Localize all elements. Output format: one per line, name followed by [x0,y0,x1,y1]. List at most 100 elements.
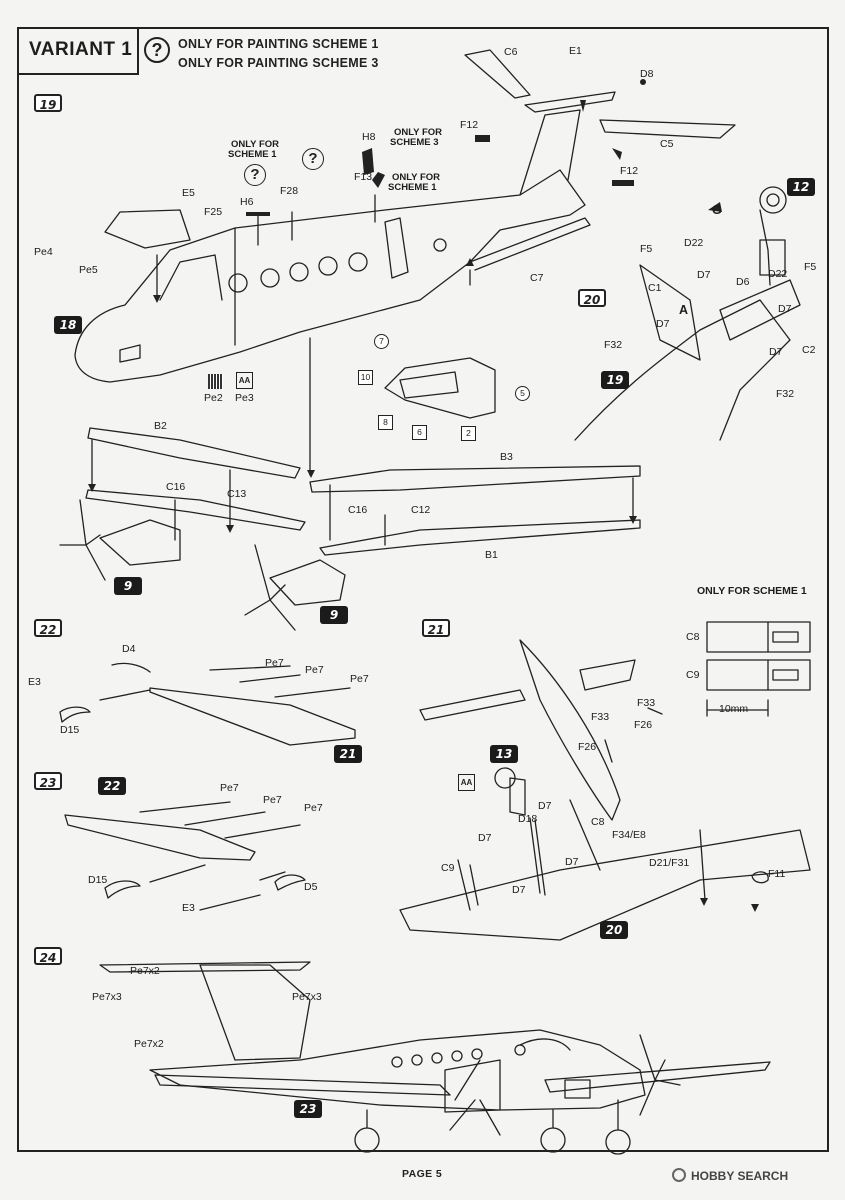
fuselage-outline [74,169,586,383]
clear-part-5: 5 [515,386,530,401]
part-label: D7 [538,800,552,812]
step-18-ref: 18 [54,316,82,334]
part-label: C9 [441,862,455,874]
step-19-badge: 19 [34,94,62,112]
part-label: D6 [736,276,750,288]
part-label: C5 [660,138,674,150]
part-label: D7 [697,269,711,281]
wing-23 [64,814,256,861]
scheme1-label-c: SCHEME 1 [388,182,437,193]
decal-icon [208,374,223,389]
part-label: H8 [362,131,376,143]
scheme1-label-a: SCHEME 1 [228,149,277,160]
part-label: F12 [460,119,479,131]
part-label: D4 [122,643,136,655]
cockpit-hatch [104,209,191,249]
part-label: B1 [485,549,498,561]
part-label: Pe4 [34,246,53,258]
step-19-ref: 19 [601,371,629,389]
clear-part-8: 8 [378,415,393,430]
part-label: F33 [637,697,656,709]
part-label: C8 [686,631,700,643]
part-label: C6 [504,46,518,58]
part-label: C16 [166,481,186,493]
variant-title-box [17,27,139,75]
step-22-ref: 22 [98,777,126,795]
scheme-note-1: ONLY FOR PAINTING SCHEME 1 [178,37,379,51]
dimension-10mm: 10mm [719,703,749,715]
part-label: D8 [640,68,654,80]
part-label: B3 [500,451,513,463]
prop-right [244,544,296,631]
step-21-badge: 21 [422,619,450,637]
only-for-label-b: ONLY FOR [394,127,443,138]
page-frame [17,27,829,1152]
part-label: D21/F31 [649,857,690,869]
part-label: C13 [227,488,247,500]
clear-part-6: 6 [412,425,427,440]
wing-upper-right [309,465,641,493]
part-label: E1 [569,45,582,57]
part-label: D15 [88,874,108,886]
part-label: Pe7 [304,802,323,814]
part-label: Pe7x2 [130,965,160,977]
step-9-ref-left: 9 [114,577,142,595]
part-label: D7 [656,318,670,330]
clear-part-10: 10 [358,370,373,385]
part-label: D22 [768,268,788,280]
scheme-note-3: ONLY FOR PAINTING SCHEME 3 [178,56,379,70]
part-label: F34/E8 [612,829,646,841]
prop-left [59,499,106,581]
part-label: B2 [154,420,167,432]
part-label: E3 [28,676,41,688]
part-label: D7 [512,884,526,896]
part-label: F5 [804,261,817,273]
tail-right-plane [599,119,736,139]
aa-symbol: AA [236,372,253,389]
scheme1-box-title: ONLY FOR SCHEME 1 [697,585,807,597]
wing-22 [149,687,356,746]
tail-section-20 [574,299,791,441]
aircraft-24-wing [154,1074,451,1096]
part-label: D7 [478,832,492,844]
question-icon-scheme1: ? [244,164,266,186]
page-number: PAGE 5 [402,1168,443,1180]
part-label: F26 [634,719,653,731]
step-23-ref: 23 [294,1100,322,1118]
canopy-part [384,357,496,419]
part-label: C2 [802,344,816,356]
step-12-ref: 12 [787,178,815,196]
part-label: F28 [280,185,299,197]
part-label: F25 [204,206,223,218]
part-label: F5 [640,243,653,255]
part-label: Pe2 [204,392,223,404]
part-label: Pe7 [265,657,284,669]
part-label: C7 [530,272,544,284]
part-label: F12 [620,165,639,177]
step-23-badge: 23 [34,772,62,790]
step-22-badge: 22 [34,619,62,637]
fuselage-belly [469,217,591,271]
wing-upper-left [87,427,301,479]
aa-symbol-2: AA [458,774,475,791]
part-label: C8 [591,816,605,828]
part-label: D7 [778,303,792,315]
step-20-badge: 20 [578,289,606,307]
watermark-logo-icon [672,1168,686,1182]
clear-part-7: 7 [374,334,389,349]
step-20-ref: 20 [600,921,628,939]
only-for-label-a: ONLY FOR [231,139,280,150]
step-24-badge: 24 [34,947,62,965]
part-label: C1 [648,282,662,294]
part-label: F13 [354,171,373,183]
part-label: F11 [768,868,786,880]
part-label: Pe7x3 [292,991,322,1003]
cockpit-canopy [159,254,223,301]
part-label: Pe7 [263,794,282,806]
wing-lower-right [319,519,641,556]
wing-lower-left [85,489,306,531]
watermark: HOBBY SEARCH [691,1169,789,1183]
part-label: F33 [591,711,610,723]
part-label: Pe7 [350,673,369,685]
